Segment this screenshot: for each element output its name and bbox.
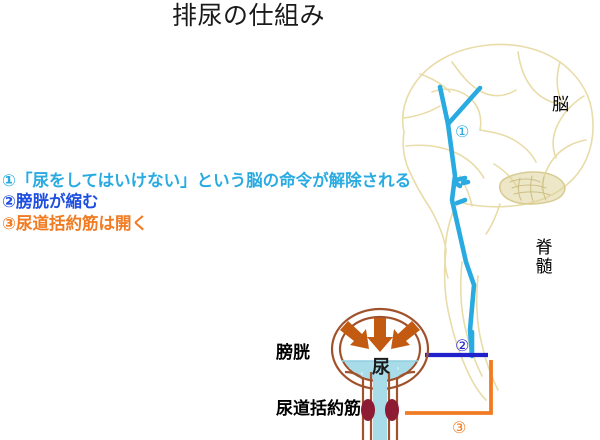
sulcus-5: [552, 95, 585, 159]
label-brain: 脳: [552, 95, 569, 114]
urethra-urine-stream: [373, 368, 387, 440]
page-title: 排尿の仕組み: [172, 2, 326, 30]
nerve-lower-tick: [454, 197, 468, 206]
sulcus-4: [556, 61, 563, 103]
sulcus-3: [517, 51, 565, 105]
sphincter-muscle-group: [361, 399, 399, 421]
contraction-arrows-group: [340, 318, 420, 352]
urethra-neck-right: [396, 370, 416, 380]
diagram-marker-3: ③: [452, 420, 467, 437]
bladder-group: [330, 307, 430, 440]
brain-outline-group: [402, 43, 594, 279]
nerve-branch-upper-left: [437, 84, 451, 127]
spinal-cord-inner-line: [459, 261, 483, 377]
urethra-neck-left: [344, 370, 364, 380]
occipital-sulcus: [485, 203, 501, 235]
sphincter-muscle-right: [385, 399, 399, 421]
nerve-main-trunk: [445, 121, 477, 359]
step-item-3: ③尿道括約筋は開く: [2, 215, 148, 233]
step3-signal-line: [405, 360, 493, 415]
step-item-1: ①「尿をしてはいけない」という脳の命令が解除される: [2, 172, 412, 190]
diagram-marker-1: ①: [455, 124, 470, 141]
label-urine: 尿: [372, 357, 390, 377]
cerebrum-contour: [402, 43, 594, 208]
sphincter-muscle-left: [361, 399, 375, 421]
nerve-pathway-blue: [437, 84, 483, 359]
sulcus-2: [451, 61, 517, 97]
sulcus-8: [479, 129, 537, 163]
nerve-mid-tick: [460, 179, 471, 186]
nerve-lateral-branch: [453, 175, 468, 183]
label-spinal-cord: 脊髄: [535, 238, 553, 277]
sulcus-7: [405, 144, 485, 179]
label-bladder: 膀胱: [276, 343, 310, 362]
nerve-lateral-branch-2: [451, 179, 463, 189]
spinal-cord-left-edge: [443, 249, 487, 401]
contraction-arrow-top: [367, 318, 393, 352]
sulcus-9: [403, 105, 441, 119]
label-urethral-sphincter: 尿道括約筋: [276, 399, 361, 418]
diagram-marker-2: ②: [455, 338, 470, 355]
contraction-arrow-right: [391, 321, 420, 349]
sulcus-12: [419, 73, 451, 93]
nerve-branch-upper-right: [445, 85, 483, 127]
brainstem-contour: [402, 131, 447, 251]
step-item-2: ②膀胱が縮む: [2, 193, 99, 211]
contraction-arrow-left: [340, 321, 369, 349]
cerebellum-hatching: [509, 175, 551, 202]
